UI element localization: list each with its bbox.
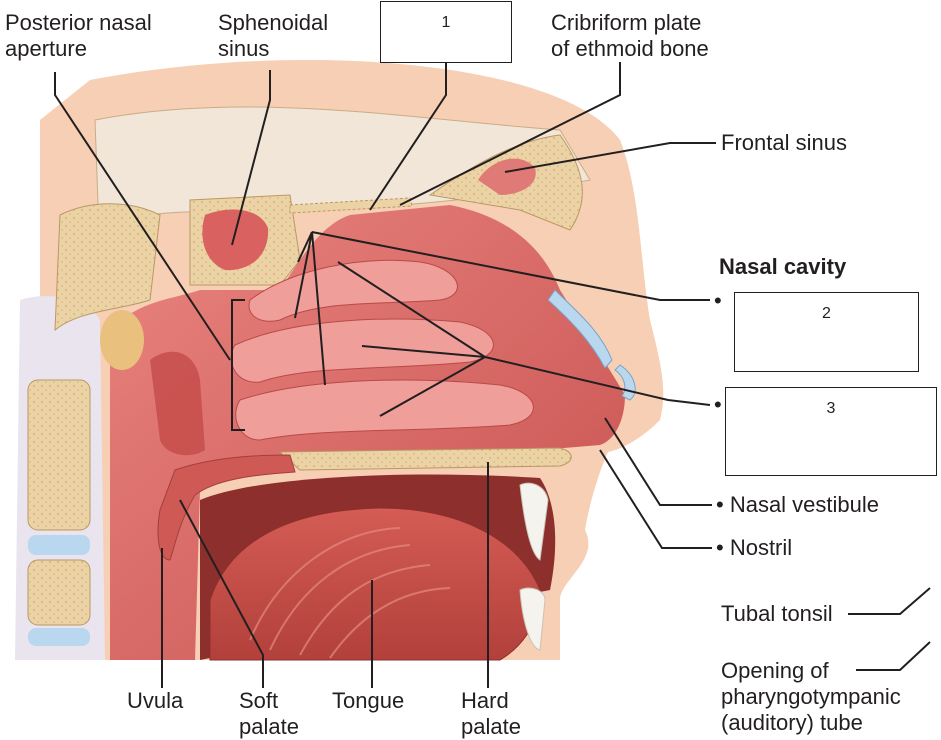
nasal-cavity-mucosa <box>110 205 625 660</box>
label-tongue: Tongue <box>332 688 405 713</box>
answer-box-2-number: 2 <box>822 305 831 322</box>
leader-nostril <box>599 449 712 549</box>
leader-box-3-branch-b <box>361 345 486 358</box>
leader-sphenoidal-sinus <box>231 70 271 246</box>
leader-nasal-vestibule <box>604 417 712 506</box>
intervertebral-disc-2 <box>28 628 90 646</box>
lower-incisor <box>519 587 546 651</box>
label-uvula: Uvula <box>127 688 184 713</box>
leader-soft-palate <box>179 499 264 688</box>
label-cribriform-plate: Cribriform plate of ethmoid bone <box>551 10 709 61</box>
leader-box-1 <box>369 62 447 211</box>
label-frontal-sinus: Frontal sinus <box>721 130 847 155</box>
nasal-cartilage <box>547 289 613 369</box>
leader-nasal-cavity-bracket <box>231 299 245 431</box>
answer-box-1[interactable]: 1 <box>380 1 512 63</box>
label-tubal-tonsil: Tubal tonsil <box>721 601 833 626</box>
tubal-opening <box>150 351 205 456</box>
leader-cribriform-plate <box>399 62 621 206</box>
occipital-bone <box>54 203 161 332</box>
leader-box-2 <box>311 231 710 301</box>
vertebra-1 <box>27 379 91 531</box>
leader-opening-tube <box>856 641 931 671</box>
soft-palate-shape <box>157 454 296 561</box>
leader-tubal-tonsil <box>848 587 931 615</box>
bullet-box-3: • <box>714 392 722 417</box>
leader-box-2-branch-c <box>297 231 313 263</box>
label-nostril: • Nostril <box>716 535 793 560</box>
leader-box-3 <box>484 356 711 406</box>
middle-concha <box>230 318 494 383</box>
vertebra-2 <box>27 559 91 626</box>
leader-box-3-branch-c <box>379 356 486 417</box>
label-opening-tube: Opening of pharyngotympanic (auditory) t… <box>721 658 901 735</box>
answer-box-3[interactable]: 3 <box>725 387 937 476</box>
tongue-muscle-fibres <box>249 527 451 659</box>
leader-box-2-branch-a <box>294 231 313 319</box>
cribriform-plate-shape <box>289 197 413 214</box>
answer-box-3-number: 3 <box>826 400 836 417</box>
answer-box-1-number: 1 <box>441 14 451 31</box>
pharyngeal-tonsil <box>100 310 144 370</box>
leader-posterior-nasal-aperture <box>54 72 231 361</box>
answer-box-2[interactable]: 2 <box>734 292 919 372</box>
label-nasal-cavity: Nasal cavity <box>719 254 847 279</box>
sphenoidal-sinus-shape <box>202 209 269 271</box>
leader-box-3-branch-a <box>337 261 486 358</box>
superior-concha <box>248 259 458 322</box>
inferior-concha <box>235 379 534 441</box>
label-soft-palate: Soft palate <box>239 688 299 739</box>
label-nasal-vestibule: • Nasal vestibule <box>716 492 880 517</box>
label-sphenoidal-sinus: Sphenoidal sinus <box>218 10 329 61</box>
label-hard-palate: Hard palate <box>461 688 521 739</box>
leader-box-2-branch-b <box>311 231 326 386</box>
intervertebral-disc-1 <box>28 535 90 555</box>
hard-palate-shape <box>278 447 572 471</box>
frontal-sinus-shape <box>478 158 536 195</box>
leader-frontal-sinus <box>504 142 716 173</box>
label-posterior-nasal-aperture: Posterior nasal aperture <box>5 10 152 61</box>
upper-incisor <box>519 482 549 561</box>
bullet-box-2: • <box>714 288 722 313</box>
